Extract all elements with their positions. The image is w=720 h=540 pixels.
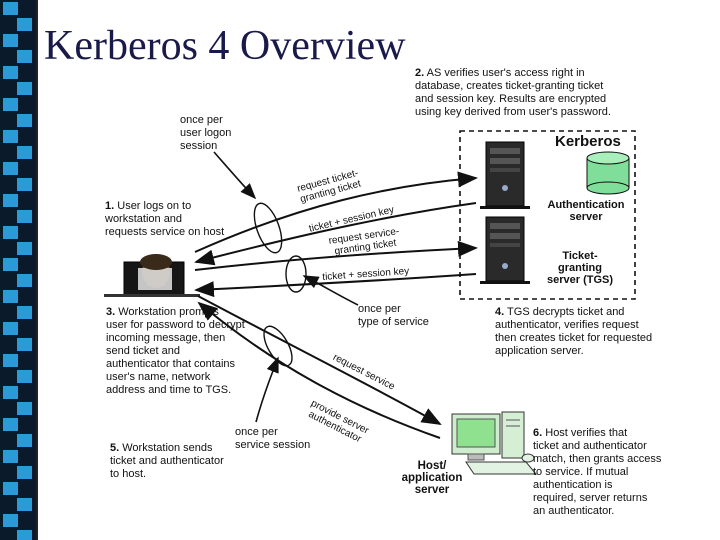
step-6-text: 6. Host verifies that ticket and authent…: [533, 427, 662, 517]
once-per-pointers: [213, 151, 359, 423]
arrows-host: [197, 295, 442, 439]
strip-cell: [3, 226, 18, 239]
user-workstation-icon: [104, 254, 200, 297]
kerberos-label: Kerberos: [555, 133, 621, 150]
strip-cell: [3, 258, 18, 271]
host-computer-icon: [451, 411, 538, 475]
authentication-server-label: Authentication server: [547, 199, 625, 223]
strip-cell: [3, 514, 18, 527]
strip-cell: [3, 450, 18, 463]
strip-cell: [17, 274, 32, 287]
once-per-service-type-note: once per type of service: [358, 303, 429, 328]
strip-cell: [3, 2, 18, 15]
tgs-label: Ticket- granting server (TGS): [546, 250, 614, 286]
strip-cell: [3, 194, 18, 207]
strip-cell: [17, 370, 32, 383]
step-2-text: 2. AS verifies user's access right in da…: [415, 67, 611, 118]
decorative-strip: [0, 0, 36, 540]
strip-cell: [17, 242, 32, 255]
database-icon: [586, 151, 630, 195]
arrows-as: [194, 171, 478, 266]
strip-cell: [17, 338, 32, 351]
strip-cell: [17, 434, 32, 447]
strip-cell: [3, 290, 18, 303]
strip-cell: [3, 354, 18, 367]
strip-cell: [3, 418, 18, 431]
step-5-text: 5. Workstation sends ticket and authenti…: [110, 442, 224, 480]
once-per-service-session-note: once per service session: [235, 426, 311, 451]
strip-cell: [17, 82, 32, 95]
strip-cell: [3, 322, 18, 335]
group-ellipses: [253, 202, 307, 367]
strip-cell: [3, 98, 18, 111]
strip-cell: [17, 530, 32, 540]
strip-cell: [17, 18, 32, 31]
step-1-text: 1. User logs on to workstation and reque…: [105, 200, 225, 238]
strip-border: [36, 0, 38, 540]
strip-cell: [3, 34, 18, 47]
strip-cell: [17, 146, 32, 159]
authentication-server-icon: [480, 141, 530, 209]
step-4-text: 4. TGS decrypts ticket and authenticator…: [495, 306, 653, 357]
step-3-text: 3. Workstation prompts user for password…: [106, 306, 245, 396]
strip-cell: [3, 386, 18, 399]
strip-cell: [17, 498, 32, 511]
strip-cell: [3, 130, 18, 143]
tgs-server-icon: [480, 216, 530, 284]
strip-cell: [3, 482, 18, 495]
strip-cell: [17, 114, 32, 127]
once-per-logon-note: once per user logon session: [180, 114, 232, 152]
strip-cell: [17, 210, 32, 223]
strip-cell: [17, 466, 32, 479]
strip-cell: [17, 402, 32, 415]
strip-cell: [3, 162, 18, 175]
strip-cell: [17, 50, 32, 63]
host-label: Host/ application server: [401, 460, 463, 496]
arrows-tgs: [194, 240, 478, 298]
strip-cell: [17, 306, 32, 319]
strip-cell: [17, 178, 32, 191]
strip-cell: [3, 66, 18, 79]
slide-title: Kerberos 4 Overview: [44, 23, 406, 69]
